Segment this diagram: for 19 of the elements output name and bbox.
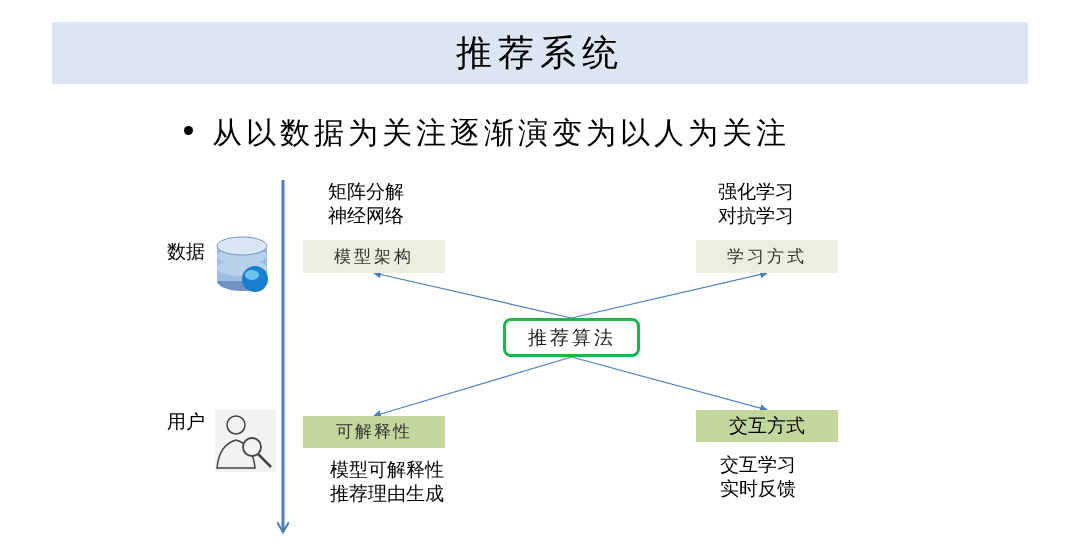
arrow (373, 356, 573, 418)
note-text: 对抗学习 (718, 204, 794, 228)
note-text: 强化学习 (718, 180, 794, 204)
process-box: 推荐算法 (503, 318, 640, 357)
note-text: 交互学习 (720, 453, 796, 477)
row-label: 数据 (167, 240, 205, 264)
category-box: 交互方式 (696, 410, 838, 442)
note-text: 实时反馈 (720, 477, 796, 501)
category-box: 模型架构 (303, 240, 445, 273)
category-box: 可解释性 (303, 416, 445, 448)
title: 推荐系统 (456, 31, 624, 75)
row-label: 用户 (167, 410, 205, 434)
note-text: 神经网络 (328, 204, 404, 228)
note-text: 推荐理由生成 (330, 482, 444, 506)
arrow (570, 356, 768, 413)
category-box: 学习方式 (696, 240, 838, 273)
note-text: 模型可解释性 (330, 458, 444, 482)
note-text: 矩阵分解 (328, 180, 404, 204)
bullet-text: 从以数据为关注逐渐演变为以人为关注 (212, 115, 790, 151)
